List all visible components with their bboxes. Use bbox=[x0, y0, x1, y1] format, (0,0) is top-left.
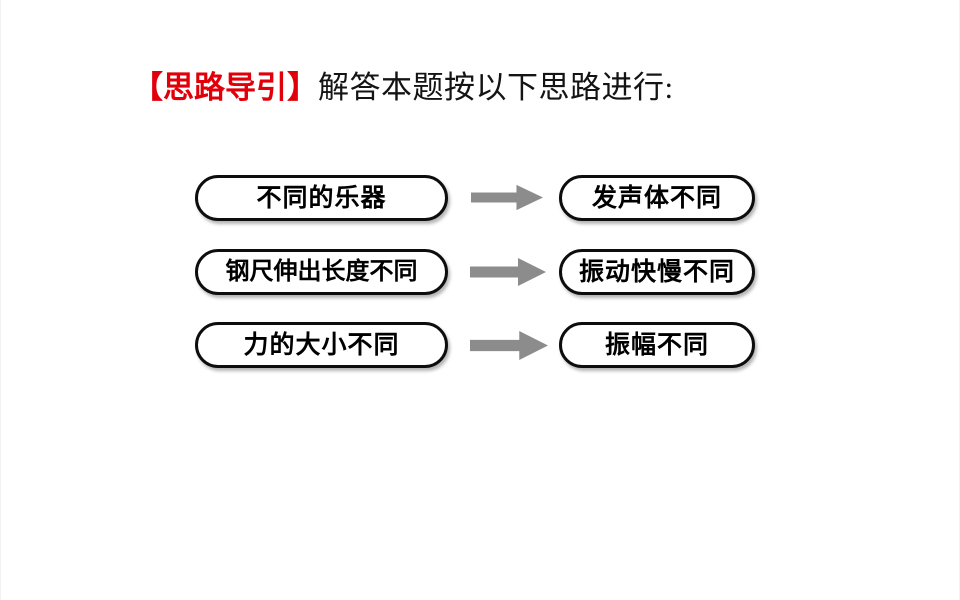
flow-node-label: 不同的乐器 bbox=[256, 184, 387, 212]
flow-node-label: 振幅不同 bbox=[604, 331, 709, 359]
flow-node-effect[interactable]: 发声体不同 bbox=[559, 175, 755, 221]
flow-node-label: 发声体不同 bbox=[591, 184, 722, 212]
flow-node-effect[interactable]: 振动快慢不同 bbox=[559, 249, 755, 295]
flow-row: 钢尺伸出长度不同 振动快慢不同 bbox=[1, 249, 959, 297]
right-block-arrow-icon bbox=[470, 257, 546, 287]
flow-row: 不同的乐器 发声体不同 bbox=[1, 175, 959, 223]
flow-node-cause[interactable]: 不同的乐器 bbox=[195, 175, 448, 221]
flow-node-cause[interactable]: 钢尺伸出长度不同 bbox=[195, 249, 448, 295]
flow-node-label: 力的大小不同 bbox=[243, 331, 400, 359]
right-block-arrow-icon bbox=[470, 330, 548, 361]
flow-node-effect[interactable]: 振幅不同 bbox=[559, 322, 755, 368]
flow-node-cause[interactable]: 力的大小不同 bbox=[195, 322, 448, 368]
flow-node-label: 钢尺伸出长度不同 bbox=[225, 258, 418, 285]
title-body: 解答本题按以下思路进行: bbox=[318, 70, 674, 105]
right-block-arrow-icon bbox=[471, 184, 543, 211]
page-title: 【思路导引】解答本题按以下思路进行: bbox=[132, 68, 674, 108]
flow-node-label: 振动快慢不同 bbox=[578, 258, 735, 286]
title-tag: 【思路导引】 bbox=[132, 70, 318, 105]
flow-row: 力的大小不同 振幅不同 bbox=[1, 322, 959, 370]
